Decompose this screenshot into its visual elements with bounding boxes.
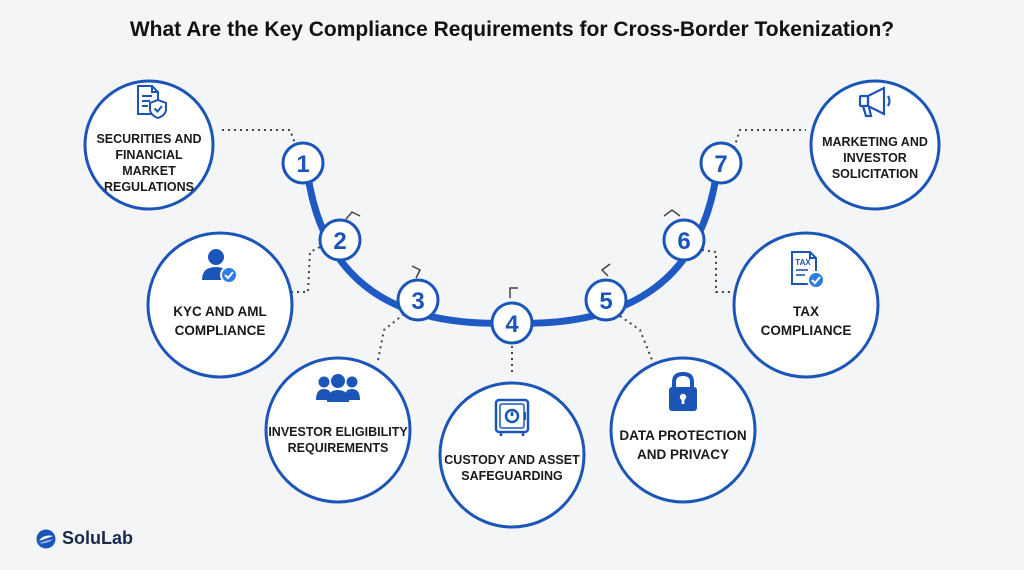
item-circle-7 bbox=[809, 79, 941, 211]
item-label-6: TAX COMPLIANCE bbox=[760, 304, 852, 338]
item-circles bbox=[83, 79, 941, 529]
solulab-logo-icon bbox=[36, 529, 56, 548]
number-badge-5 bbox=[584, 278, 628, 322]
connector-6 bbox=[701, 249, 737, 293]
number-text-3: 3 bbox=[411, 288, 424, 315]
solulab-logo: SoluLab bbox=[36, 528, 133, 549]
item-circle-6 bbox=[732, 231, 880, 379]
item-circle-5 bbox=[609, 356, 757, 504]
arc-line bbox=[302, 156, 722, 327]
group-icon bbox=[316, 374, 360, 402]
number-badge-7 bbox=[699, 141, 743, 185]
connector-7 bbox=[733, 129, 806, 149]
padlock-icon bbox=[669, 371, 697, 411]
item-label-3: INVESTOR ELIGIBILITY REQUIREMENTS bbox=[268, 425, 408, 455]
number-badge-1 bbox=[281, 141, 325, 185]
connectors bbox=[222, 129, 806, 376]
connector-1 bbox=[222, 129, 297, 147]
number-badge-6 bbox=[662, 218, 706, 262]
svg-text:TAX: TAX bbox=[795, 258, 811, 267]
document-shield-icon bbox=[137, 85, 167, 120]
item-circle-4 bbox=[438, 381, 586, 529]
number-text-7: 7 bbox=[714, 151, 727, 178]
item-label-7: MARKETING AND INVESTOR SOLICITATION bbox=[822, 135, 928, 181]
number-text-5: 5 bbox=[599, 288, 612, 315]
tax-document-icon: TAX bbox=[791, 251, 825, 289]
connector-2 bbox=[285, 245, 323, 293]
item-label-4: CUSTODY AND ASSET SAFEGUARDING bbox=[444, 453, 580, 483]
number-text-4: 4 bbox=[505, 311, 519, 338]
number-badge-2 bbox=[318, 218, 362, 262]
vault-icon bbox=[494, 398, 530, 436]
logo-text: SoluLab bbox=[62, 528, 133, 548]
number-badges bbox=[281, 141, 743, 345]
user-check-icon bbox=[202, 249, 238, 284]
number-badge-3 bbox=[396, 278, 440, 322]
number-text-6: 6 bbox=[677, 228, 690, 255]
item-circle-3 bbox=[264, 356, 412, 504]
item-label-2: KYC AND AML COMPLIANCE bbox=[173, 304, 267, 338]
number-text-1: 1 bbox=[296, 151, 309, 178]
connector-3 bbox=[377, 313, 405, 361]
item-circle-1 bbox=[83, 79, 215, 211]
number-text-2: 2 bbox=[333, 228, 346, 255]
megaphone-icon bbox=[858, 86, 891, 118]
item-label-1: SECURITIES AND FINANCIAL MARKET REGULATI… bbox=[96, 132, 202, 194]
page-title: What Are the Key Compliance Requirements… bbox=[129, 18, 895, 41]
item-label-5: DATA PROTECTION AND PRIVACY bbox=[619, 428, 747, 462]
connector-5 bbox=[619, 315, 653, 361]
number-badge-4 bbox=[490, 301, 534, 345]
item-circle-2 bbox=[146, 231, 294, 379]
tick-marks bbox=[345, 209, 681, 298]
